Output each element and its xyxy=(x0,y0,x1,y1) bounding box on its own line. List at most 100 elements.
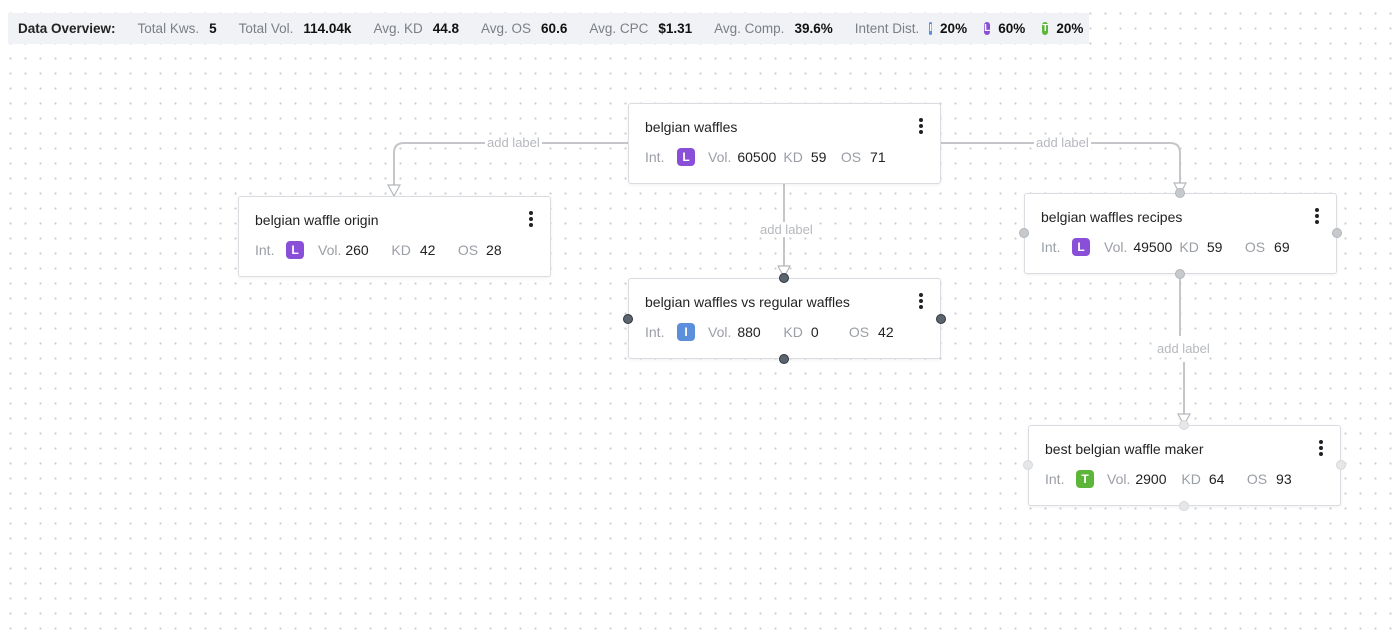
int-label: Int. xyxy=(645,324,665,340)
keyword-node-belgian-waffles-recipes[interactable]: belgian waffles recipes Int. L Vol. 4950… xyxy=(1024,193,1337,274)
vol-label: Vol. xyxy=(708,149,732,165)
total-vol-label: Total Vol. xyxy=(238,21,294,36)
node-metrics: Int. L Vol. 60500 KD 59 OS 71 xyxy=(645,148,886,166)
more-options-icon[interactable] xyxy=(526,209,536,229)
edge-label-root-origin[interactable]: add label xyxy=(485,135,542,150)
edge-label-recipes-maker[interactable]: add label xyxy=(1155,341,1212,356)
avg-comp-label: Avg. Comp. xyxy=(714,21,785,36)
os-value: 28 xyxy=(486,242,502,258)
os-value: 93 xyxy=(1276,471,1292,487)
intent-local-badge: L xyxy=(984,22,991,35)
edge-label-root-vs[interactable]: add label xyxy=(758,222,815,237)
edge-root-to-origin-arrow xyxy=(386,184,402,198)
keyword-node-belgian-waffle-origin[interactable]: belgian waffle origin Int. L Vol. 260 KD… xyxy=(238,196,551,277)
intent-badge: L xyxy=(286,241,304,259)
keyword-node-belgian-waffles[interactable]: belgian waffles Int. L Vol. 60500 KD 59 … xyxy=(628,103,941,184)
more-options-icon[interactable] xyxy=(916,116,926,136)
kd-label: KD xyxy=(783,149,803,165)
vol-value: 880 xyxy=(737,324,761,340)
edge-recipes-to-maker[interactable] xyxy=(1179,274,1185,414)
kd-label: KD xyxy=(1179,239,1199,255)
maker-node-left-handle[interactable] xyxy=(1023,460,1033,470)
recipes-node-left-handle[interactable] xyxy=(1019,228,1029,238)
intent-badge: I xyxy=(677,323,695,341)
total-kws-label: Total Kws. xyxy=(137,21,200,36)
os-label: OS xyxy=(848,324,870,340)
avg-kd-value: 44.8 xyxy=(432,21,460,36)
vol-label: Vol. xyxy=(1104,239,1128,255)
int-label: Int. xyxy=(1045,471,1065,487)
os-value: 42 xyxy=(878,324,894,340)
intent-informational-badge: I xyxy=(929,22,933,35)
os-label: OS xyxy=(840,149,862,165)
intent-badge: L xyxy=(677,148,695,166)
int-label: Int. xyxy=(1041,239,1061,255)
vol-value: 60500 xyxy=(737,149,777,165)
vol-value: 49500 xyxy=(1133,239,1173,255)
edge-root-to-recipes[interactable] xyxy=(941,142,1181,184)
kd-label: KD xyxy=(1181,471,1201,487)
node-keyword: belgian waffles xyxy=(645,119,738,135)
maker-node-right-handle[interactable] xyxy=(1336,460,1346,470)
kd-label: KD xyxy=(783,324,803,340)
os-value: 69 xyxy=(1274,239,1290,255)
vs-node-right-handle[interactable] xyxy=(936,314,946,324)
avg-cpc-value: $1.31 xyxy=(658,21,693,36)
os-value: 71 xyxy=(870,149,886,165)
more-options-icon[interactable] xyxy=(916,291,926,311)
node-metrics: Int. L Vol. 49500 KD 59 OS 69 xyxy=(1041,238,1290,256)
intent-informational-pct: 20% xyxy=(940,21,968,36)
node-keyword: belgian waffles vs regular waffles xyxy=(645,294,850,310)
intent-transactional-pct: 20% xyxy=(1056,21,1084,36)
overview-title: Data Overview: xyxy=(18,21,116,36)
edge-root-to-vs-arrow xyxy=(776,265,792,279)
vol-label: Vol. xyxy=(318,242,342,258)
keyword-node-best-belgian-waffle-maker[interactable]: best belgian waffle maker Int. T Vol. 29… xyxy=(1028,425,1341,506)
kd-value: 59 xyxy=(1206,239,1223,255)
avg-comp-value: 39.6% xyxy=(794,21,833,36)
node-keyword: best belgian waffle maker xyxy=(1045,441,1204,457)
maker-node-bottom-handle[interactable] xyxy=(1179,501,1189,511)
kd-value: 0 xyxy=(810,324,819,340)
node-keyword: belgian waffle origin xyxy=(255,212,379,228)
os-label: OS xyxy=(457,242,479,258)
maker-node-top-handle[interactable] xyxy=(1179,420,1189,430)
avg-kd-label: Avg. KD xyxy=(373,21,423,36)
edge-recipes-to-maker-arrow xyxy=(1176,413,1192,427)
vs-node-top-handle[interactable] xyxy=(779,273,789,283)
intent-local-pct: 60% xyxy=(998,21,1026,36)
avg-cpc-label: Avg. CPC xyxy=(589,21,649,36)
vol-label: Vol. xyxy=(1107,471,1131,487)
total-vol-value: 114.04k xyxy=(303,21,352,36)
data-overview-bar: Data Overview: Total Kws. 5 Total Vol. 1… xyxy=(8,13,1089,44)
intent-dist-label: Intent Dist. xyxy=(854,21,920,36)
intent-badge: T xyxy=(1076,470,1094,488)
edge-root-to-origin[interactable] xyxy=(393,142,628,186)
kd-label: KD xyxy=(391,242,411,258)
int-label: Int. xyxy=(255,242,275,258)
vs-node-bottom-handle[interactable] xyxy=(779,354,789,364)
avg-os-label: Avg. OS xyxy=(481,21,532,36)
vol-value: 260 xyxy=(345,242,369,258)
edge-label-root-recipes[interactable]: add label xyxy=(1034,135,1091,150)
os-label: OS xyxy=(1246,471,1268,487)
node-metrics: Int. T Vol. 2900 KD 64 OS 93 xyxy=(1045,470,1292,488)
avg-os-value: 60.6 xyxy=(541,21,568,36)
recipes-node-bottom-handle[interactable] xyxy=(1175,269,1185,279)
more-options-icon[interactable] xyxy=(1316,438,1326,458)
intent-transactional-badge: T xyxy=(1042,22,1049,35)
total-kws-value: 5 xyxy=(209,21,217,36)
vol-label: Vol. xyxy=(708,324,732,340)
kd-value: 42 xyxy=(419,242,436,258)
recipes-node-top-handle[interactable] xyxy=(1175,188,1185,198)
more-options-icon[interactable] xyxy=(1312,206,1322,226)
kd-value: 64 xyxy=(1208,471,1225,487)
recipes-node-right-handle[interactable] xyxy=(1332,228,1342,238)
keyword-node-belgian-waffles-vs-regular[interactable]: belgian waffles vs regular waffles Int. … xyxy=(628,278,941,359)
int-label: Int. xyxy=(645,149,665,165)
intent-badge: L xyxy=(1072,238,1090,256)
node-metrics: Int. I Vol. 880 KD 0 OS 42 xyxy=(645,323,894,341)
node-metrics: Int. L Vol. 260 KD 42 OS 28 xyxy=(255,241,502,259)
vol-value: 2900 xyxy=(1135,471,1167,487)
vs-node-left-handle[interactable] xyxy=(623,314,633,324)
